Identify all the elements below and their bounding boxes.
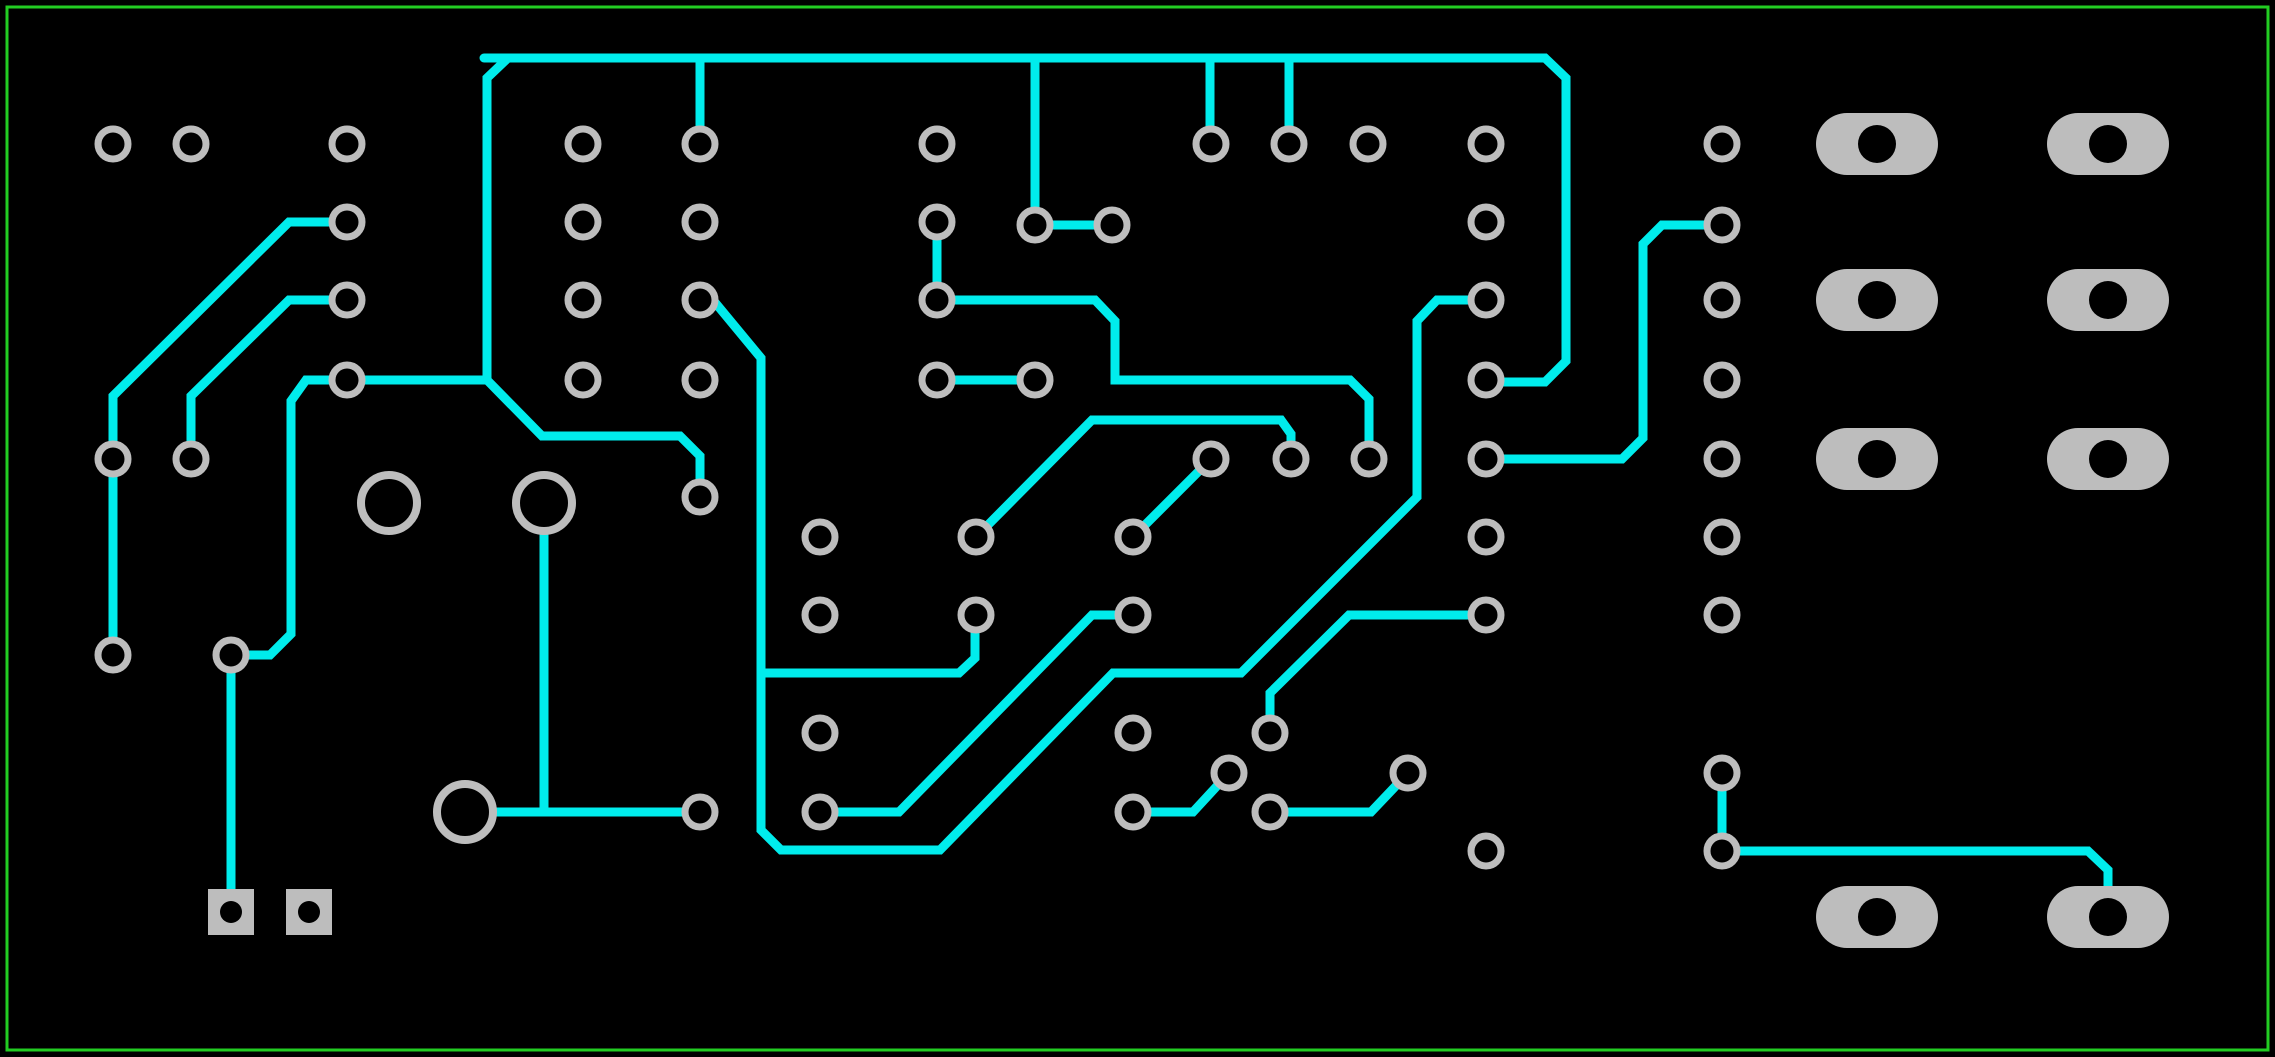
- through-hole-pad: [1703, 440, 1741, 478]
- through-hole-pad: [801, 793, 839, 831]
- through-hole-pad: [1467, 832, 1505, 870]
- through-hole-pad: [1467, 518, 1505, 556]
- through-hole-pad: [1467, 361, 1505, 399]
- through-hole-pad: [1210, 754, 1248, 792]
- through-hole-pad: [1350, 440, 1388, 478]
- through-hole-pad: [94, 440, 132, 478]
- through-hole-pad: [1114, 714, 1152, 752]
- board-outline: [5, 5, 2270, 1052]
- through-hole-pad: [212, 636, 250, 674]
- through-hole-pad: [1114, 596, 1152, 634]
- component-pads: [94, 113, 2169, 948]
- through-hole-pad: [1389, 754, 1427, 792]
- through-hole-pad: [94, 636, 132, 674]
- through-hole-pad: [512, 471, 576, 535]
- through-hole-pad: [1192, 440, 1230, 478]
- through-hole-pad: [1467, 281, 1505, 319]
- through-hole-pad: [957, 518, 995, 556]
- through-hole-pad: [1251, 714, 1289, 752]
- trace: [756, 610, 980, 678]
- trace: [1481, 220, 1727, 464]
- through-hole-pad: [1703, 518, 1741, 556]
- trace: [482, 53, 1550, 384]
- drill-hole: [1858, 440, 1896, 478]
- trace: [186, 295, 352, 467]
- through-hole-pad: [1703, 596, 1741, 634]
- trace: [1265, 610, 1491, 738]
- through-hole-pad: [564, 125, 602, 163]
- through-hole-pad: [681, 203, 719, 241]
- through-hole-pad: [564, 203, 602, 241]
- through-hole-pad: [681, 478, 719, 516]
- through-hole-pad: [172, 440, 210, 478]
- drill-hole: [1858, 281, 1896, 319]
- through-hole-pad: [1251, 793, 1289, 831]
- through-hole-pad: [1703, 361, 1741, 399]
- through-hole-pad: [957, 596, 995, 634]
- through-hole-pad: [1192, 125, 1230, 163]
- through-hole-pad: [1703, 754, 1741, 792]
- drill-hole: [1858, 898, 1896, 936]
- through-hole-pad: [433, 780, 497, 844]
- through-hole-pad: [681, 793, 719, 831]
- through-hole-pad: [564, 281, 602, 319]
- through-hole-pad: [801, 714, 839, 752]
- through-hole-pad: [918, 203, 956, 241]
- through-hole-pad: [1016, 361, 1054, 399]
- through-hole-pad: [1093, 206, 1131, 244]
- through-hole-pad: [1114, 793, 1152, 831]
- through-hole-pad: [1467, 596, 1505, 634]
- through-hole-pad: [94, 125, 132, 163]
- through-hole-pad: [681, 361, 719, 399]
- through-hole-pad: [918, 361, 956, 399]
- drill-hole: [2089, 898, 2127, 936]
- through-hole-pad: [1467, 203, 1505, 241]
- through-hole-pad: [1703, 206, 1741, 244]
- through-hole-pad: [918, 125, 956, 163]
- through-hole-pad: [1467, 125, 1505, 163]
- through-hole-pad: [681, 281, 719, 319]
- through-hole-pad: [1703, 832, 1741, 870]
- drill-hole: [220, 901, 242, 923]
- through-hole-pad: [918, 281, 956, 319]
- through-hole-pad: [328, 361, 366, 399]
- drill-hole: [2089, 440, 2127, 478]
- through-hole-pad: [1349, 125, 1387, 163]
- drill-hole: [298, 901, 320, 923]
- through-hole-pad: [1703, 281, 1741, 319]
- through-hole-pad: [801, 596, 839, 634]
- drill-hole: [1858, 125, 1896, 163]
- through-hole-pad: [1703, 125, 1741, 163]
- through-hole-pad: [328, 281, 366, 319]
- through-hole-pad: [1016, 206, 1054, 244]
- trace: [815, 610, 1138, 817]
- drill-hole: [2089, 125, 2127, 163]
- drill-hole: [2089, 281, 2127, 319]
- through-hole-pad: [328, 203, 366, 241]
- trace: [932, 220, 1374, 464]
- through-hole-pad: [564, 361, 602, 399]
- through-hole-pad: [1270, 125, 1308, 163]
- through-hole-pad: [1114, 518, 1152, 556]
- trace: [482, 375, 705, 502]
- through-hole-pad: [172, 125, 210, 163]
- through-hole-pad: [328, 125, 366, 163]
- through-hole-pad: [681, 125, 719, 163]
- through-hole-pad: [801, 518, 839, 556]
- through-hole-pad: [1272, 440, 1310, 478]
- copper-traces: [108, 53, 2113, 917]
- through-hole-pad: [357, 471, 421, 535]
- through-hole-pad: [1467, 440, 1505, 478]
- trace: [108, 217, 352, 467]
